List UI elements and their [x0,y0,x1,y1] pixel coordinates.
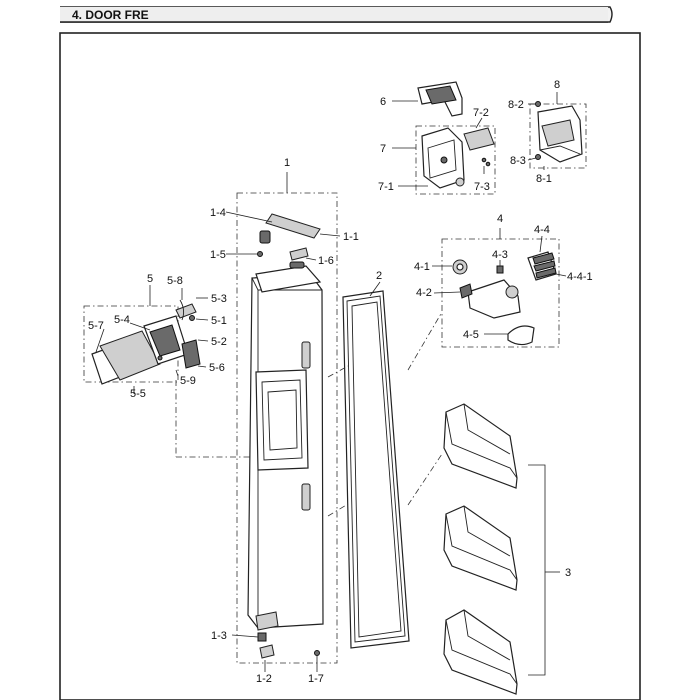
label-1-7: 1-7 [308,673,324,685]
label-8-3: 8-3 [510,155,526,167]
label-1-3: 1-3 [211,630,227,642]
label-5-2: 5-2 [211,336,227,348]
label-5: 5 [147,273,153,285]
label-4-4-1: 4-4-1 [567,271,593,283]
label-8-1: 8-1 [536,173,552,185]
label-4-2: 4-2 [416,287,432,299]
door-assembly [236,192,338,664]
label-1-2: 1-2 [256,673,272,685]
label-5-9: 5-9 [180,375,196,387]
label-5-3: 5-3 [211,293,227,305]
ice-bucket-assembly [529,101,587,169]
ice-maker-assembly [415,125,496,195]
label-1-4: 1-4 [210,207,226,219]
label-5-8: 5-8 [167,275,183,287]
label-1-5: 1-5 [210,249,226,261]
ice-dispenser-assembly [441,238,560,348]
connector-lines [175,311,443,517]
label-4-5: 4-5 [463,329,479,341]
label-8: 8 [554,79,560,91]
label-5-6: 5-6 [209,362,225,374]
door-gasket [342,290,410,649]
label-1-1: 1-1 [343,231,359,243]
label-6: 6 [380,96,386,108]
label-4-3: 4-3 [492,249,508,261]
label-7-3: 7-3 [474,181,490,193]
callout-labels: 1 1-1 1-2 1-3 1-4 1-5 1-6 1-7 2 3 4 4-1 … [88,79,593,685]
label-4-1: 4-1 [414,261,430,273]
section-title: 4. DOOR FRE [72,8,149,22]
label-1-6: 1-6 [318,255,334,267]
label-7-1: 7-1 [378,181,394,193]
label-5-4: 5-4 [114,314,130,326]
label-2: 2 [376,270,382,282]
label-8-2: 8-2 [508,99,524,111]
ice-chute-cover [417,81,463,117]
door-bins [443,403,560,695]
dispenser-panel-assembly [83,299,201,385]
label-3: 3 [565,567,571,579]
label-7: 7 [380,143,386,155]
label-5-7: 5-7 [88,320,104,332]
label-5-1: 5-1 [211,315,227,327]
label-4-4: 4-4 [534,224,550,236]
section-header: 4. DOOR FRE [60,6,613,23]
leader-lines [95,92,567,672]
page-frame [59,32,641,700]
label-7-2: 7-2 [473,107,489,119]
label-1: 1 [284,157,290,169]
label-5-5: 5-5 [130,388,146,400]
label-4: 4 [497,213,503,225]
